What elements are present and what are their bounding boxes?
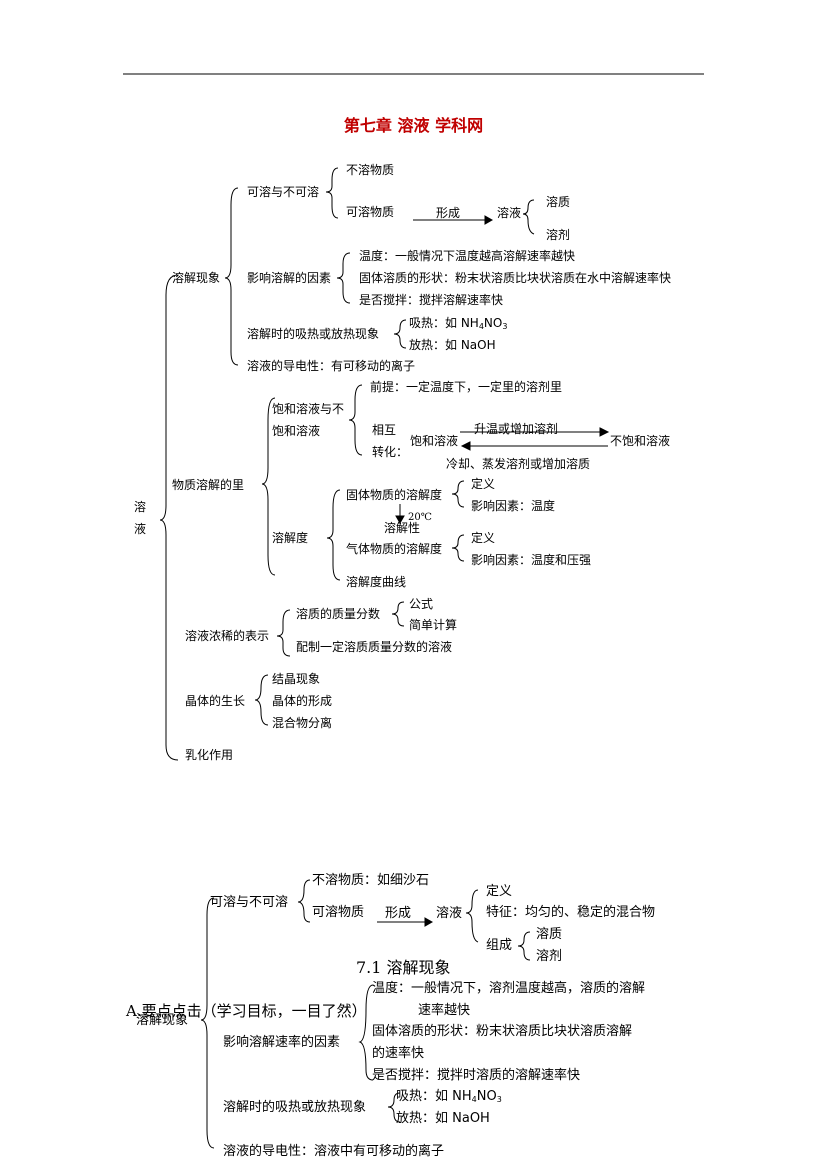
crystal-formation: 晶体的形成 — [272, 694, 333, 708]
solute: 溶质 — [546, 195, 571, 209]
dissolution-label: 溶解现象 — [172, 271, 221, 285]
mutual-2: 转化： — [372, 445, 409, 459]
dissolution-label-2: 溶解现象 — [136, 1013, 189, 1028]
formula: 公式 — [409, 597, 434, 611]
factor-2: 影响因素：温度和压强 — [471, 553, 592, 567]
temp-line-1: 温度：一般情况下，溶剂温度越高，溶质的溶解 — [372, 981, 646, 996]
factors-2: 影响溶解速率的因素 — [223, 1035, 341, 1050]
unsaturated-solution: 不饱和溶液 — [610, 434, 671, 448]
solute-2: 溶质 — [536, 927, 563, 942]
solubility: 溶解度 — [272, 531, 309, 545]
key-points-heading: A.要点点击（学习目标，一目了然） — [126, 1002, 367, 1020]
page-title: 第七章 溶液 学科网 — [343, 116, 484, 135]
solid-solubility: 固体物质的溶解度 — [346, 488, 443, 502]
solution: 溶液 — [497, 206, 522, 220]
release-heat: 放热：如 NaOH — [409, 338, 496, 352]
mixture-separation: 混合物分离 — [272, 716, 333, 730]
shape-line-1: 固体溶质的形状：粉末状溶质比块状溶质溶解 — [372, 1024, 633, 1039]
mass-fraction: 溶质的质量分数 — [296, 607, 381, 621]
crystal-label: 晶体的生长 — [185, 694, 246, 708]
release-heat-2: 放热：如 NaOH — [396, 1111, 490, 1126]
factor-temperature: 温度：一般情况下温度越高溶解速率越快 — [359, 249, 576, 263]
arrow-top-label: 升温或增加溶剂 — [474, 422, 559, 436]
premise: 前提：一定温度下，一定里的溶剂里 — [370, 380, 563, 394]
root-char-1: 溶 — [134, 500, 147, 514]
temp-20c: 20℃ — [408, 512, 432, 523]
mutual-1: 相互 — [372, 423, 397, 437]
definition-1: 定义 — [471, 477, 496, 491]
feature: 特征：均匀的、稳定的混合物 — [486, 905, 656, 920]
absorb-heat: 吸热：如 NH4NO3 — [409, 316, 508, 331]
factor-1: 影响因素：温度 — [471, 499, 556, 513]
concentration-label: 溶液浓稀的表示 — [185, 629, 270, 643]
factor-shape: 固体溶质的形状：粉末状溶质比块状溶质在水中溶解速率快 — [359, 271, 672, 285]
soluble-2: 可溶物质 — [312, 905, 365, 920]
definition-2: 定义 — [471, 531, 496, 545]
forms-label-2: 形成 — [385, 906, 412, 921]
definition-3: 定义 — [486, 884, 513, 899]
conductivity-2: 溶液的导电性：溶液中有可移动的离子 — [223, 1144, 445, 1159]
soluble-or-not-2: 可溶与不可溶 — [210, 895, 289, 910]
heat-phenomenon: 溶解时的吸热或放热现象 — [247, 327, 380, 341]
forms-label: 形成 — [436, 206, 461, 220]
saturated-line1: 饱和溶液与不 — [272, 402, 345, 416]
solubility-property: 溶解性 — [384, 521, 421, 535]
saturated-line2: 饱和溶液 — [272, 424, 321, 438]
saturated-solution: 饱和溶液 — [410, 434, 459, 448]
heat-phenomenon-2: 溶解时的吸热或放热现象 — [223, 1100, 367, 1115]
root-char-2: 液 — [134, 522, 147, 536]
emulsion: 乳化作用 — [185, 748, 234, 762]
soluble: 可溶物质 — [346, 205, 395, 219]
gas-solubility: 气体物质的溶解度 — [346, 542, 443, 556]
solubility-curve: 溶解度曲线 — [346, 575, 407, 589]
solvent: 溶剂 — [546, 228, 571, 242]
section-title: 7.1 溶解现象 — [356, 958, 451, 977]
factors: 影响溶解的因素 — [247, 271, 332, 285]
prepare-solution: 配制一定溶质质量分数的溶液 — [296, 640, 453, 654]
composition: 组成 — [486, 938, 513, 953]
solvent-2: 溶剂 — [536, 949, 563, 964]
absorb-heat-2: 吸热：如 NH4NO3 — [396, 1089, 502, 1104]
temp-line-2: 速率越快 — [418, 1003, 471, 1018]
simple-calc: 简单计算 — [409, 618, 458, 632]
insoluble-2: 不溶物质：如细沙石 — [312, 873, 430, 888]
soluble-or-not: 可溶与不可溶 — [247, 185, 320, 199]
amount-label: 物质溶解的里 — [172, 478, 245, 492]
solution-2: 溶液 — [436, 906, 463, 921]
insoluble: 不溶物质 — [346, 163, 395, 177]
factor-stirring: 是否搅拌：搅拌溶解速率快 — [359, 293, 504, 307]
shape-line-2: 的速率快 — [372, 1046, 425, 1061]
crystallization: 结晶现象 — [272, 672, 321, 686]
conductivity: 溶液的导电性：有可移动的离子 — [247, 359, 416, 373]
stirring-2: 是否搅拌：搅拌时溶质的溶解速率快 — [372, 1068, 581, 1083]
arrow-bottom-label: 冷却、蒸发溶剂或增加溶质 — [446, 457, 591, 471]
